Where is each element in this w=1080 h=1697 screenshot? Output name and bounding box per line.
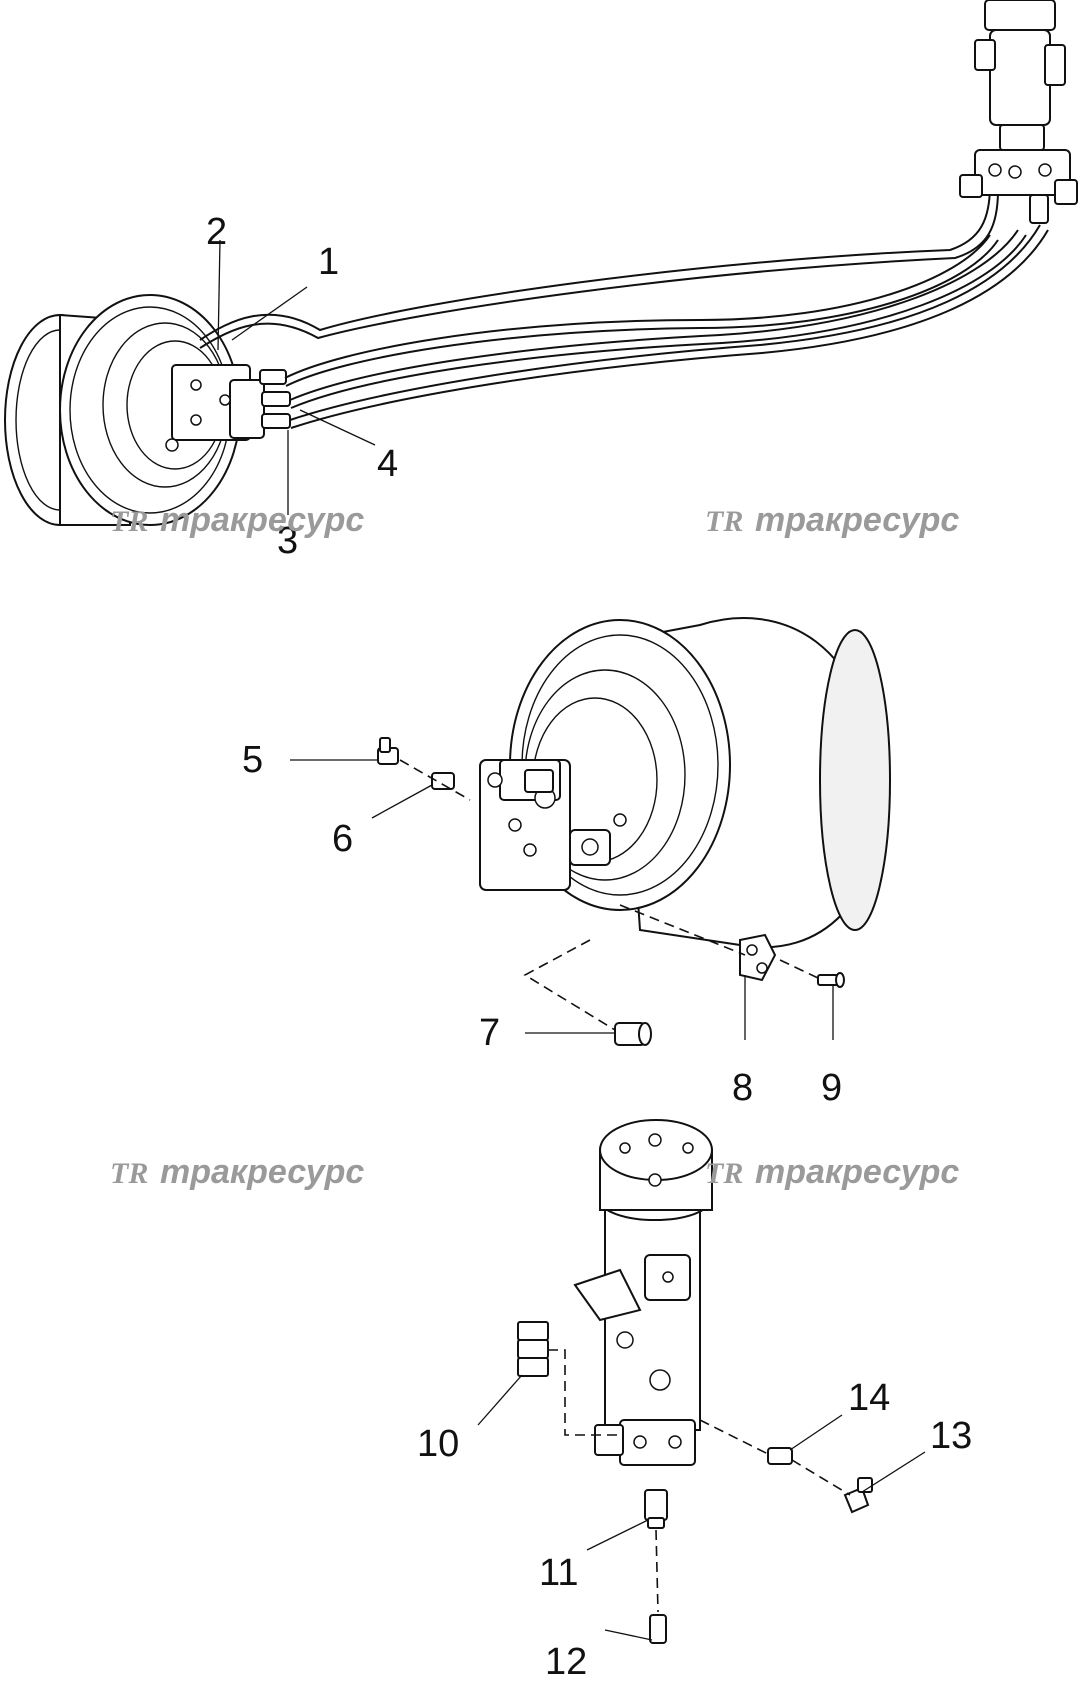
- watermark-logo: TR: [110, 1157, 148, 1190]
- bolt-9: [817, 972, 845, 988]
- watermark-2: TR тракресурс: [705, 501, 959, 539]
- connector-10: [517, 1321, 549, 1377]
- fitting-11: [644, 1489, 668, 1529]
- hose-bundle: [199, 184, 1049, 429]
- swivel-joint: [959, 0, 1078, 224]
- elbow-13: [843, 1477, 873, 1514]
- watermark-logo: TR: [705, 505, 743, 538]
- watermark-logo: TR: [110, 505, 148, 538]
- leader-lines: [217, 239, 926, 1641]
- final-drive-middle: [479, 617, 891, 949]
- watermark-1: TR тракресурс: [110, 501, 364, 539]
- plug-7: [614, 1022, 652, 1046]
- callout-10: 10: [417, 1423, 459, 1465]
- flange-8: [739, 933, 777, 982]
- watermark-logo: TR: [705, 1157, 743, 1190]
- bottom-dashed-paths: [548, 1349, 851, 1613]
- watermark-3: TR тракресурс: [110, 1153, 364, 1191]
- callout-1: 1: [318, 241, 339, 283]
- callout-3: 3: [277, 520, 298, 562]
- fitting-6: [431, 772, 455, 790]
- callout-2: 2: [206, 211, 227, 253]
- travel-motor-hose-assembly: [4, 0, 1078, 526]
- fitting-5: [377, 737, 399, 765]
- watermark-text: тракресурс: [160, 501, 364, 539]
- watermark-text: тракресурс: [160, 1153, 364, 1191]
- watermark-text: тракресурс: [755, 501, 959, 539]
- fitting-12: [649, 1614, 667, 1644]
- valve-block-top: [165, 364, 291, 452]
- callout-8: 8: [732, 1067, 753, 1109]
- callout-5: 5: [242, 739, 263, 781]
- watermark-text: тракресурс: [755, 1153, 959, 1191]
- callout-14: 14: [848, 1377, 890, 1419]
- callout-4: 4: [377, 443, 398, 485]
- callout-13: 13: [930, 1415, 972, 1457]
- final-drive-top: [4, 294, 241, 526]
- callout-9: 9: [821, 1067, 842, 1109]
- callout-7: 7: [479, 1012, 500, 1054]
- watermark-4: TR тракресурс: [705, 1153, 959, 1191]
- callout-12: 12: [545, 1641, 587, 1683]
- swivel-joint-detail: [573, 1119, 713, 1466]
- fitting-14: [767, 1447, 793, 1465]
- callout-6: 6: [332, 818, 353, 860]
- middle-dashed-paths: [399, 759, 819, 1031]
- callout-11: 11: [539, 1552, 578, 1594]
